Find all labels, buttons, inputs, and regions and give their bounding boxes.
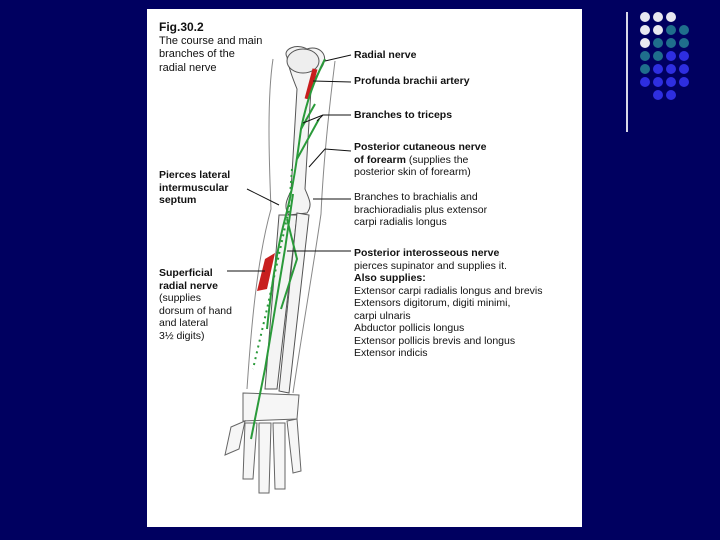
label-branches-brachialis: Branches to brachialis and brachioradial… bbox=[354, 191, 488, 228]
decorative-dot bbox=[666, 64, 676, 74]
cutaneous-branch-dotted bbox=[252, 168, 293, 370]
decorative-dot bbox=[666, 12, 676, 22]
decorative-dot bbox=[666, 38, 676, 48]
leader-lines bbox=[227, 54, 352, 272]
decorative-dot bbox=[666, 51, 676, 61]
hand-bones bbox=[224, 392, 302, 494]
caption-line: branches of the bbox=[159, 48, 235, 60]
decorative-divider bbox=[626, 12, 628, 132]
label-radial-nerve: Radial nerve bbox=[354, 49, 417, 61]
label-posterior-interosseous: Posterior interosseous nerve pierces sup… bbox=[354, 247, 543, 359]
supinator-muscle bbox=[257, 253, 275, 291]
decorative-dot bbox=[679, 51, 689, 61]
decorative-dot bbox=[653, 12, 663, 22]
label-pierces-septum: Pierces lateral intermuscular septum bbox=[159, 169, 231, 206]
label-branches-triceps: Branches to triceps bbox=[354, 109, 453, 121]
humerus-bone bbox=[285, 46, 325, 216]
decorative-dot bbox=[653, 51, 663, 61]
decorative-dot bbox=[640, 12, 650, 22]
figure-number: Fig.30.2 bbox=[159, 20, 204, 34]
label-profunda-artery: Profunda brachii artery bbox=[354, 75, 470, 87]
caption-line: The course and main bbox=[159, 34, 263, 47]
decorative-dot bbox=[640, 38, 650, 48]
decorative-dot bbox=[653, 90, 663, 100]
decorative-dot bbox=[640, 77, 650, 87]
decorative-dot bbox=[640, 64, 650, 74]
decorative-dot bbox=[666, 90, 676, 100]
figure-panel: Fig.30.2 The course and main branches of… bbox=[147, 9, 582, 527]
decorative-dot bbox=[679, 25, 689, 35]
label-superficial-radial: Superficial radial nerve (supplies dorsu… bbox=[159, 267, 232, 342]
forearm-bones bbox=[264, 212, 310, 394]
caption-line: radial nerve bbox=[159, 61, 217, 74]
decorative-dot bbox=[640, 25, 650, 35]
decorative-dot bbox=[679, 38, 689, 48]
decorative-dot bbox=[653, 77, 663, 87]
decorative-dot bbox=[666, 77, 676, 87]
profunda-artery bbox=[304, 68, 318, 100]
decorative-dot bbox=[640, 51, 650, 61]
decorative-dot bbox=[679, 64, 689, 74]
decorative-dot bbox=[679, 77, 689, 87]
figure-caption: Fig.30.2 The course and main branches of… bbox=[159, 20, 263, 75]
arm-outline bbox=[246, 58, 336, 394]
decorative-dot bbox=[653, 25, 663, 35]
decorative-dot bbox=[653, 38, 663, 48]
label-posterior-cutaneous: Posterior cutaneous nerve of forearm (su… bbox=[354, 141, 487, 178]
decorative-dot bbox=[666, 25, 676, 35]
decorative-dot bbox=[653, 64, 663, 74]
arm-diagram bbox=[224, 46, 352, 494]
